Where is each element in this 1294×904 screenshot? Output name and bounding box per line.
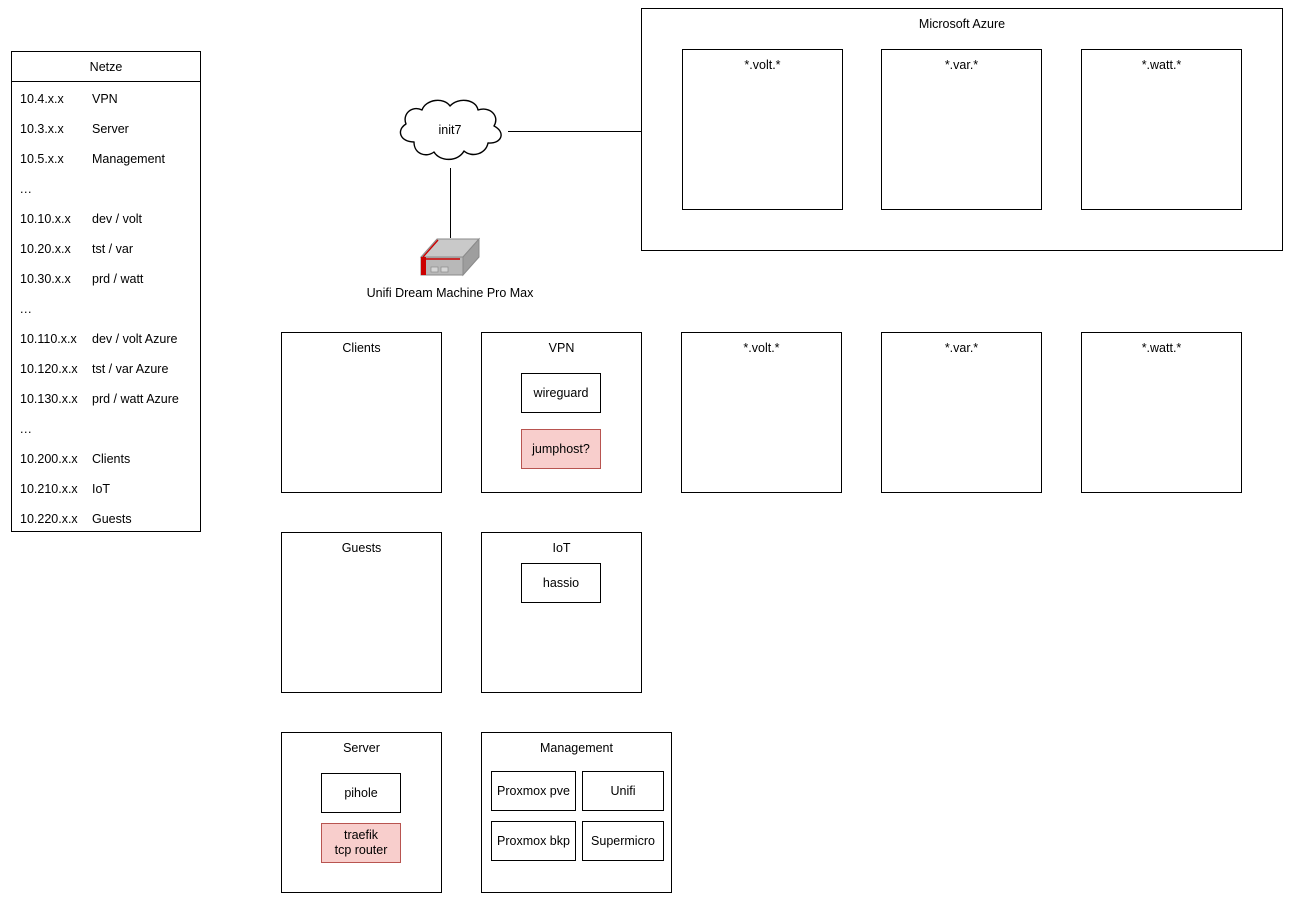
table-row: 10.3.x.x Server [12, 114, 200, 144]
vlan-iot: IoT hassio [481, 532, 642, 693]
netze-cidr: 10.30.x.x [20, 272, 71, 286]
table-row: 10.120.x.x tst / var Azure [12, 354, 200, 384]
azure-zone-volt: *.volt.* [682, 49, 843, 210]
table-row: 10.110.x.x dev / volt Azure [12, 324, 200, 354]
router-label: Unifi Dream Machine Pro Max [366, 286, 534, 300]
netze-cidr: ... [20, 422, 32, 436]
vlan-clients: Clients [281, 332, 442, 493]
azure-zone-title: *.var.* [944, 58, 979, 72]
netze-cidr: ... [20, 302, 32, 316]
netze-cidr: 10.120.x.x [20, 362, 78, 376]
vlan-title: Guests [341, 541, 382, 555]
vlan-title: VPN [548, 341, 575, 355]
vlan-server: Server pihole traefik tcp router [281, 732, 442, 893]
vlan-vpn: VPN wireguard jumphost? [481, 332, 642, 493]
netze-cidr: 10.5.x.x [20, 152, 64, 166]
unifi-router-device [419, 237, 481, 281]
table-row: 10.10.x.x dev / volt [12, 204, 200, 234]
node-proxmox-pve[interactable]: Proxmox pve [491, 771, 576, 811]
cloud-label: init7 [438, 123, 462, 137]
azure-zone-title: *.watt.* [1141, 58, 1182, 72]
table-row: 10.30.x.x prd / watt [12, 264, 200, 294]
table-row-ellipsis: ... [12, 414, 200, 444]
router-device-icon [419, 237, 481, 277]
netze-name: IoT [92, 482, 111, 496]
node-proxmox-bkp[interactable]: Proxmox bkp [491, 821, 576, 861]
netze-cidr: ... [20, 182, 32, 196]
table-row: 10.130.x.x prd / watt Azure [12, 384, 200, 414]
netze-name: prd / watt Azure [92, 392, 179, 406]
netze-name: Guests [92, 512, 132, 526]
netze-cidr: 10.10.x.x [20, 212, 71, 226]
vlan-title: Server [343, 741, 380, 755]
netze-cidr: 10.4.x.x [20, 92, 64, 106]
netze-name: VPN [92, 92, 118, 106]
node-hassio[interactable]: hassio [521, 563, 601, 603]
netze-name: Management [92, 152, 165, 166]
azure-zone-title: *.volt.* [744, 58, 781, 72]
vlan-guests: Guests [281, 532, 442, 693]
vlan-title: Management [540, 741, 613, 755]
table-row-ellipsis: ... [12, 294, 200, 324]
edge-cloud-to-azure [508, 131, 641, 132]
netze-name: tst / var Azure [92, 362, 169, 376]
init7-cloud: init7 [390, 96, 510, 168]
azure-zone-var: *.var.* [881, 49, 1042, 210]
vlan-volt: *.volt.* [681, 332, 842, 493]
netze-cidr: 10.3.x.x [20, 122, 64, 136]
netze-table-body: 10.4.x.x VPN 10.3.x.x Server 10.5.x.x Ma… [12, 82, 200, 534]
azure-title: Microsoft Azure [918, 17, 1006, 31]
netze-legend-table: Netze 10.4.x.x VPN 10.3.x.x Server 10.5.… [11, 51, 201, 532]
netze-cidr: 10.210.x.x [20, 482, 78, 496]
table-row: 10.5.x.x Management [12, 144, 200, 174]
vlan-var: *.var.* [881, 332, 1042, 493]
table-row: 10.4.x.x VPN [12, 84, 200, 114]
netze-cidr: 10.220.x.x [20, 512, 78, 526]
vlan-title: *.var.* [944, 341, 979, 355]
vlan-title: IoT [552, 541, 571, 555]
netze-name: prd / watt [92, 272, 144, 286]
table-row: 10.220.x.x Guests [12, 504, 200, 534]
cloud-icon [399, 99, 502, 161]
edge-cloud-to-router [450, 168, 451, 238]
vlan-management: Management Proxmox pve Unifi Proxmox bkp… [481, 732, 672, 893]
netze-name: Clients [92, 452, 131, 466]
node-unifi[interactable]: Unifi [582, 771, 664, 811]
table-row: 10.200.x.x Clients [12, 444, 200, 474]
vlan-title: *.volt.* [743, 341, 780, 355]
table-row: 10.210.x.x IoT [12, 474, 200, 504]
netze-name: tst / var [92, 242, 133, 256]
table-row: 10.20.x.x tst / var [12, 234, 200, 264]
netze-name: dev / volt [92, 212, 143, 226]
azure-zone-watt: *.watt.* [1081, 49, 1242, 210]
netze-name: Server [92, 122, 129, 136]
netze-name: dev / volt Azure [92, 332, 178, 346]
node-wireguard[interactable]: wireguard [521, 373, 601, 413]
netze-cidr: 10.110.x.x [20, 332, 77, 346]
vlan-title: Clients [342, 341, 381, 355]
netze-cidr: 10.130.x.x [20, 392, 78, 406]
node-jumphost[interactable]: jumphost? [521, 429, 601, 469]
node-supermicro[interactable]: Supermicro [582, 821, 664, 861]
netze-table-header: Netze [12, 52, 200, 82]
node-traefik-tcp-router[interactable]: traefik tcp router [321, 823, 401, 863]
vlan-watt: *.watt.* [1081, 332, 1242, 493]
vlan-title: *.watt.* [1141, 341, 1182, 355]
table-row-ellipsis: ... [12, 174, 200, 204]
netze-cidr: 10.200.x.x [20, 452, 78, 466]
node-pihole[interactable]: pihole [321, 773, 401, 813]
netze-cidr: 10.20.x.x [20, 242, 71, 256]
